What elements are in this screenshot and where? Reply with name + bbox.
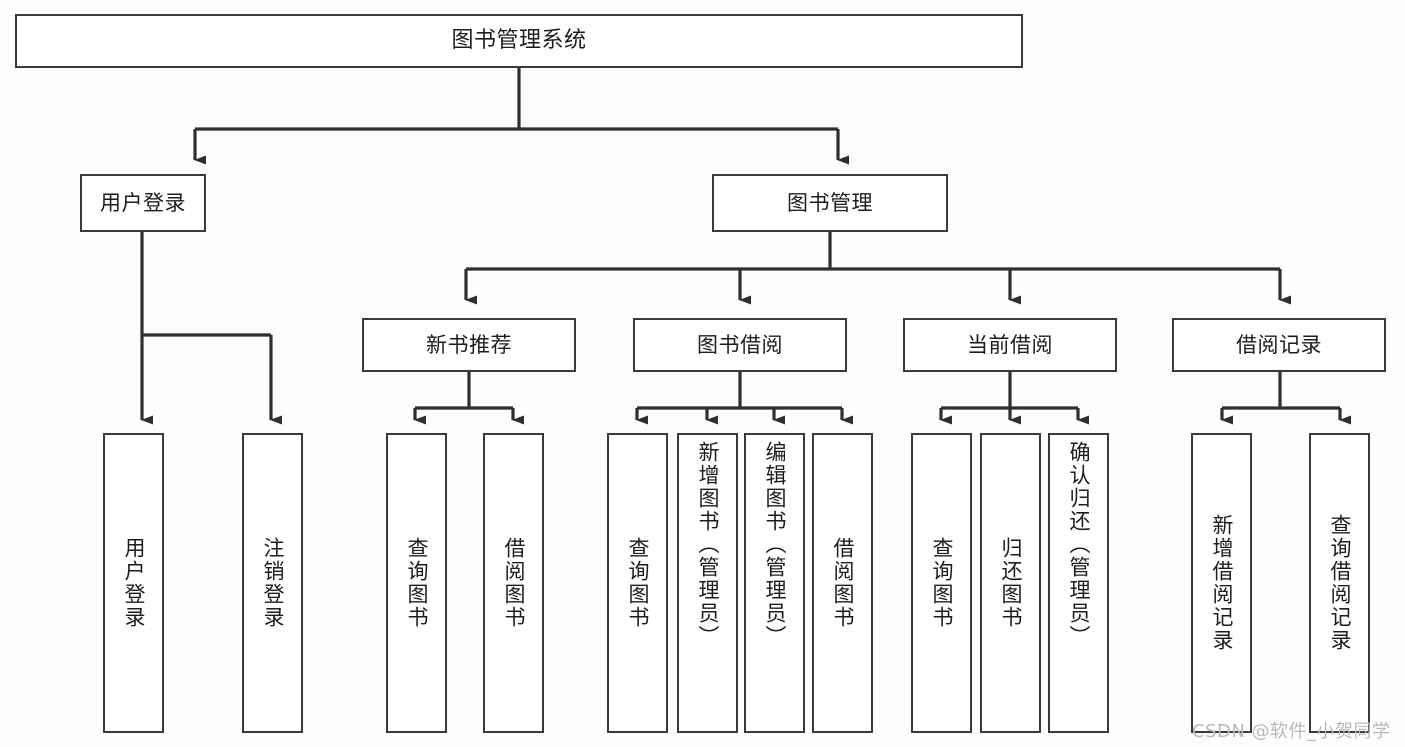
- node-label: 归还图书: [999, 537, 1023, 629]
- leaf-query-book-recommend[interactable]: 查询图书: [386, 433, 447, 733]
- node-book-manage[interactable]: 图书管理: [712, 174, 948, 232]
- node-current-borrow[interactable]: 当前借阅: [903, 318, 1117, 372]
- node-user-login[interactable]: 用户登录: [80, 174, 206, 232]
- node-borrow-record[interactable]: 借阅记录: [1172, 318, 1386, 372]
- leaf-add-book-admin[interactable]: 新增图书（管理员）: [677, 433, 738, 733]
- leaf-query-borrow-record[interactable]: 查询借阅记录: [1309, 433, 1370, 733]
- node-label: 新增借阅记录: [1210, 514, 1234, 652]
- node-book-borrow[interactable]: 图书借阅: [633, 318, 847, 372]
- node-root-book-management-system[interactable]: 图书管理系统: [15, 14, 1023, 68]
- node-label: 图书借阅: [697, 332, 783, 357]
- node-label: 图书管理系统: [451, 28, 587, 54]
- node-label: 用户登录: [100, 190, 186, 215]
- node-label: 借阅图书: [502, 537, 526, 629]
- leaf-borrow-book-recommend[interactable]: 借阅图书: [483, 433, 544, 733]
- leaf-edit-book-admin[interactable]: 编辑图书（管理员）: [744, 433, 805, 733]
- node-label: 查询图书: [626, 537, 650, 629]
- node-new-book-recommend[interactable]: 新书推荐: [362, 318, 576, 372]
- watermark-text: CSDN @软件_小贺同学: [1192, 721, 1391, 742]
- leaf-query-book-borrow[interactable]: 查询图书: [607, 433, 668, 733]
- leaf-return-book[interactable]: 归还图书: [980, 433, 1041, 733]
- leaf-confirm-return-admin[interactable]: 确认归还（管理员）: [1048, 433, 1109, 733]
- node-label: 借阅图书: [831, 537, 855, 629]
- node-label: 用户登录: [122, 537, 146, 629]
- leaf-add-borrow-record[interactable]: 新增借阅记录: [1191, 433, 1252, 733]
- node-label: 编辑图书（管理员）: [763, 441, 787, 648]
- leaf-logout-login[interactable]: 注销登录: [242, 433, 303, 733]
- leaf-query-book-current[interactable]: 查询图书: [911, 433, 972, 733]
- node-label: 查询图书: [405, 537, 429, 629]
- node-label: 查询借阅记录: [1328, 514, 1352, 652]
- node-label: 确认归还（管理员）: [1067, 441, 1091, 648]
- node-label: 新增图书（管理员）: [696, 441, 720, 648]
- leaf-borrow-book-borrow[interactable]: 借阅图书: [812, 433, 873, 733]
- node-label: 图书管理: [787, 190, 873, 215]
- node-label: 新书推荐: [426, 332, 512, 357]
- node-label: 查询图书: [930, 537, 954, 629]
- node-label: 注销登录: [261, 537, 285, 629]
- node-label: 当前借阅: [967, 332, 1053, 357]
- leaf-user-login[interactable]: 用户登录: [103, 433, 164, 733]
- node-label: 借阅记录: [1236, 332, 1322, 357]
